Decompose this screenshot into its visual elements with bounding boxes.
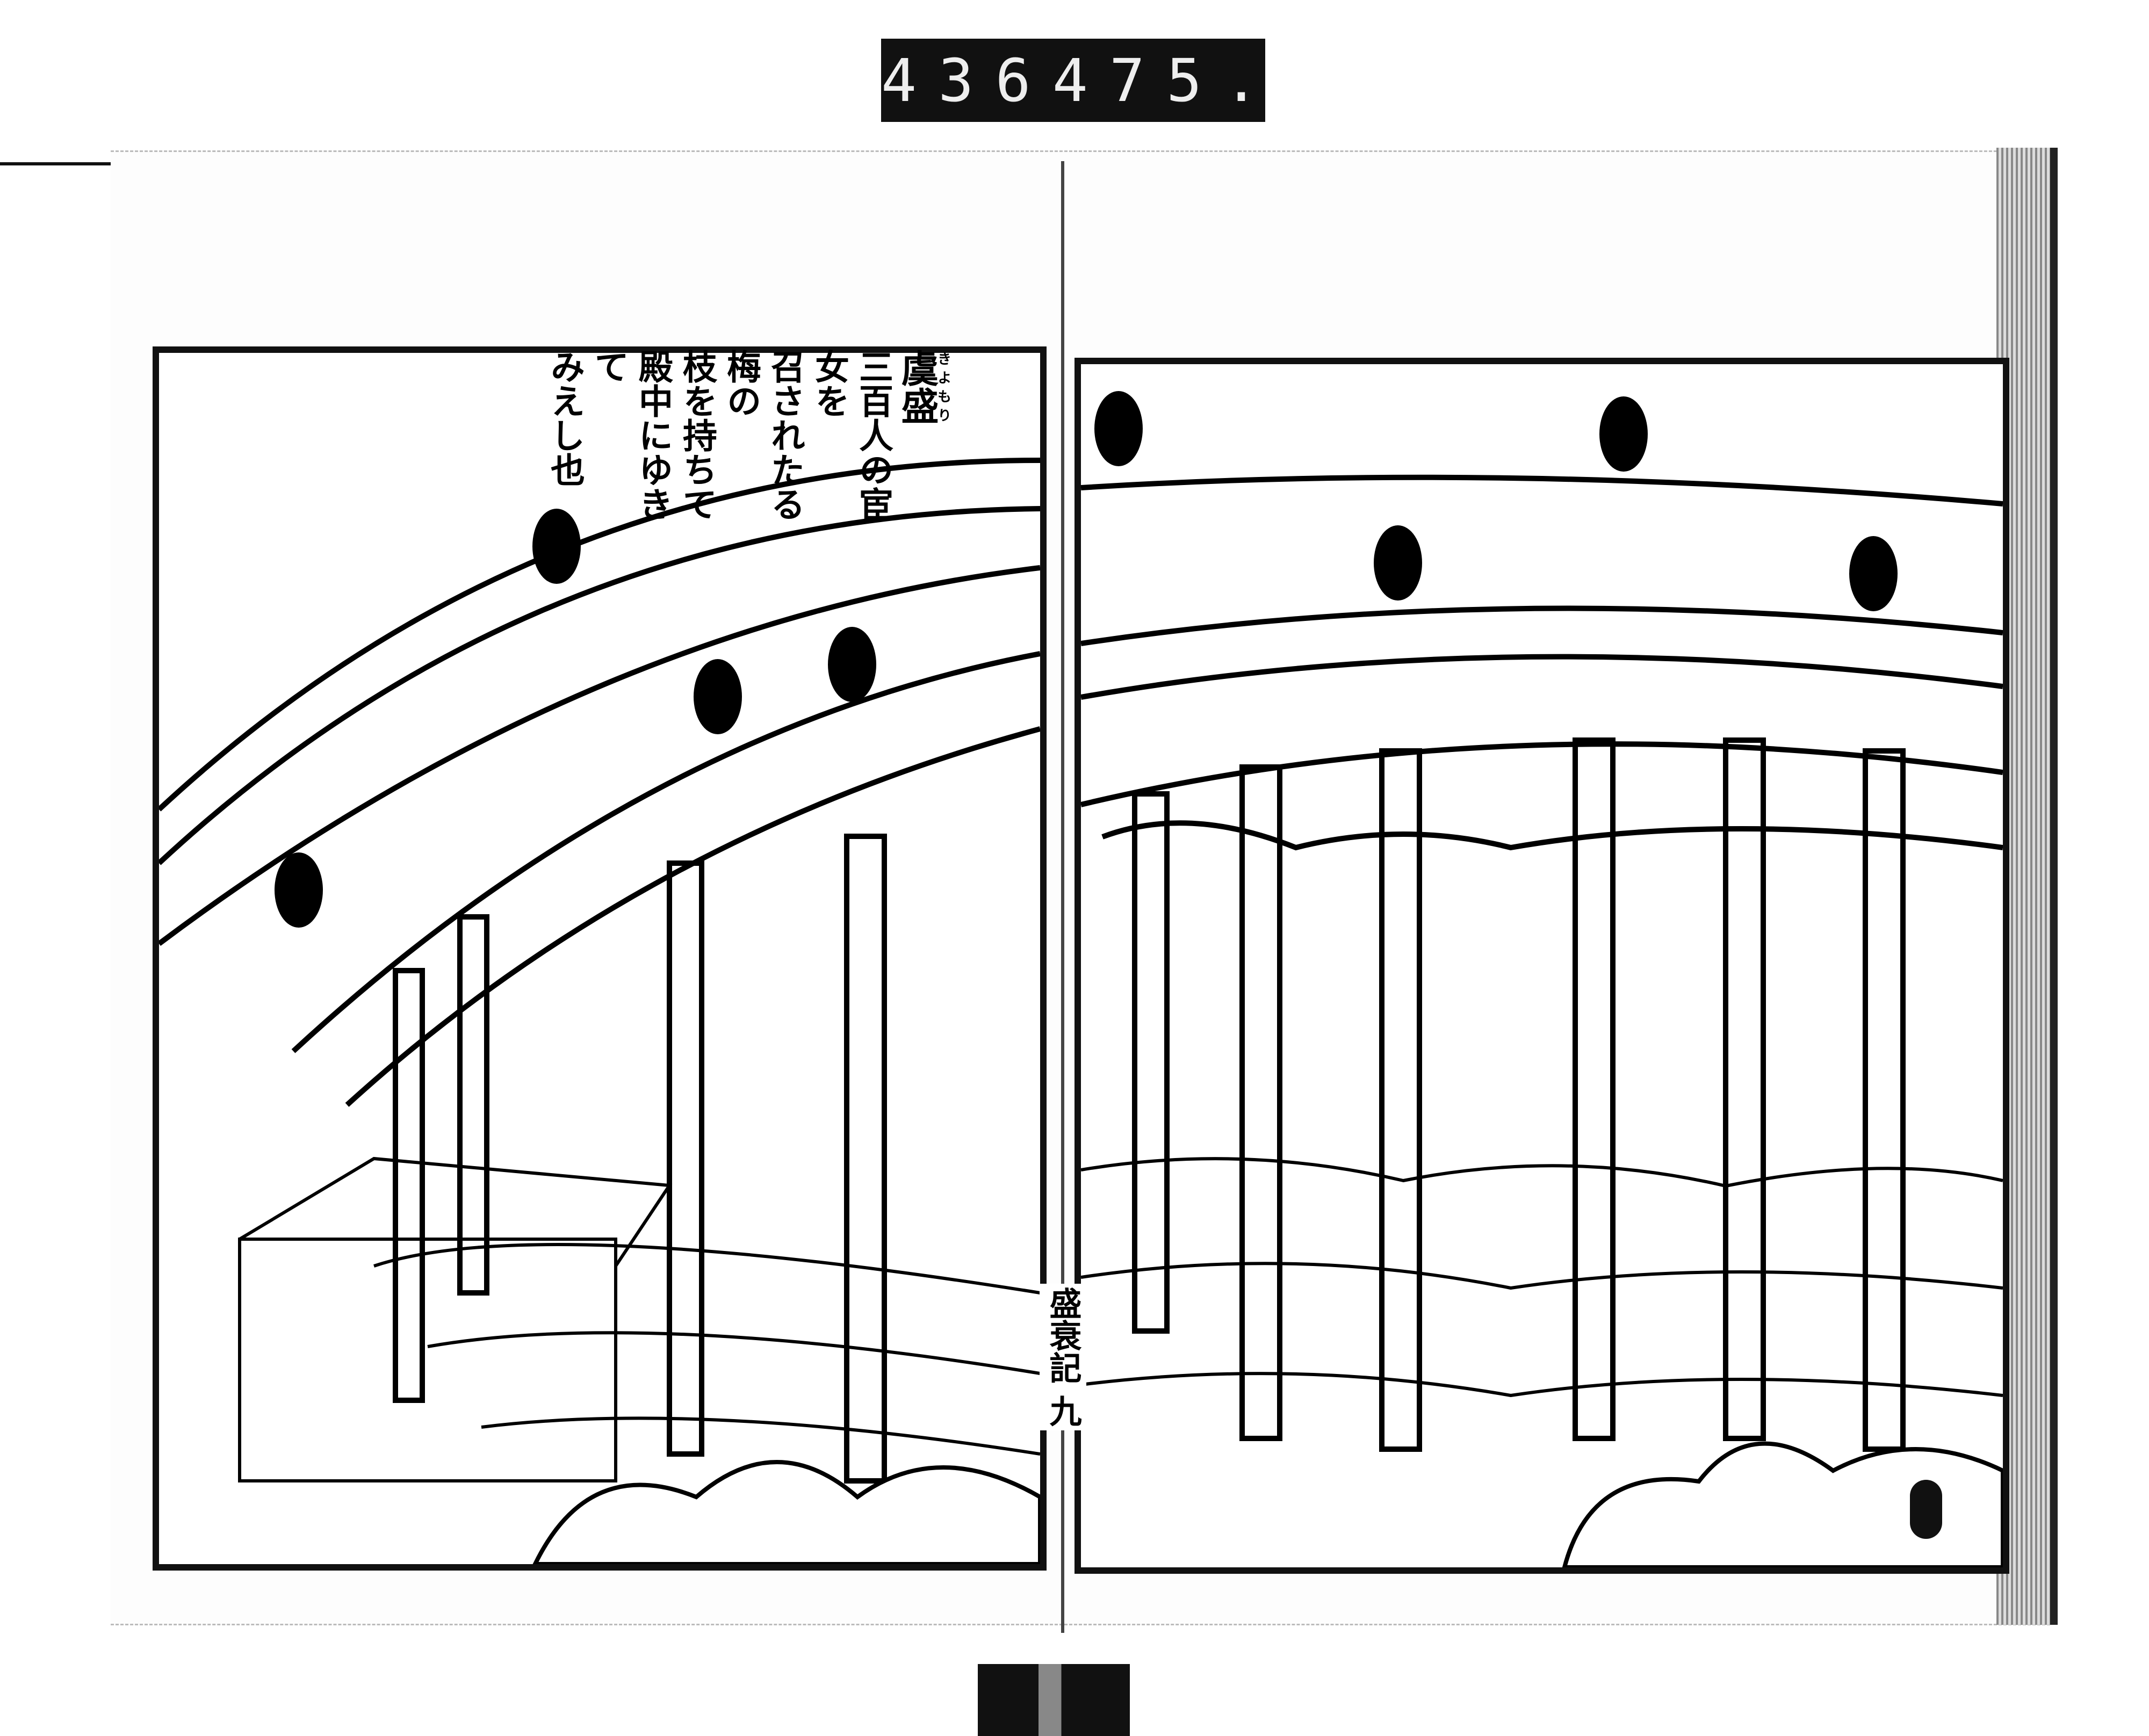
binding-clip: [978, 1664, 1130, 1736]
caption-title-ruby: きよもり: [935, 349, 951, 424]
caption-title-group: 虞盛きよもり: [895, 349, 951, 424]
caption-line: 枝を持ちて: [677, 349, 717, 521]
caption-text: 虞盛きよもり 三百人の宦女を 召されたる梅の 枝を持ちて 殿中にゆきて みえし也: [543, 349, 951, 526]
caption-line: みえし也: [545, 349, 585, 487]
caption-line: 三百人の宦女を: [809, 349, 893, 521]
bridge-river-illustration-right: [1081, 391, 2003, 1567]
caption-title: 虞盛: [895, 349, 940, 424]
caption-line: 殿中にゆきて: [589, 349, 673, 521]
bridge-procession-illustration-left: [159, 458, 1040, 1564]
left-illustration-panel: [153, 346, 1047, 1571]
gutter-title: 盛衰記 九: [1040, 1284, 1086, 1430]
caption-line: 召されたる梅の: [721, 349, 805, 521]
margin-rule: [0, 162, 111, 165]
left-page-number: 436: [881, 46, 1052, 115]
scan-number-label: 436 475.: [881, 39, 1265, 122]
right-illustration-panel: [1074, 358, 2009, 1574]
seal-mark: [1910, 1480, 1942, 1539]
right-page-number: 475.: [1052, 46, 1281, 115]
book-gutter: [1061, 161, 1064, 1633]
